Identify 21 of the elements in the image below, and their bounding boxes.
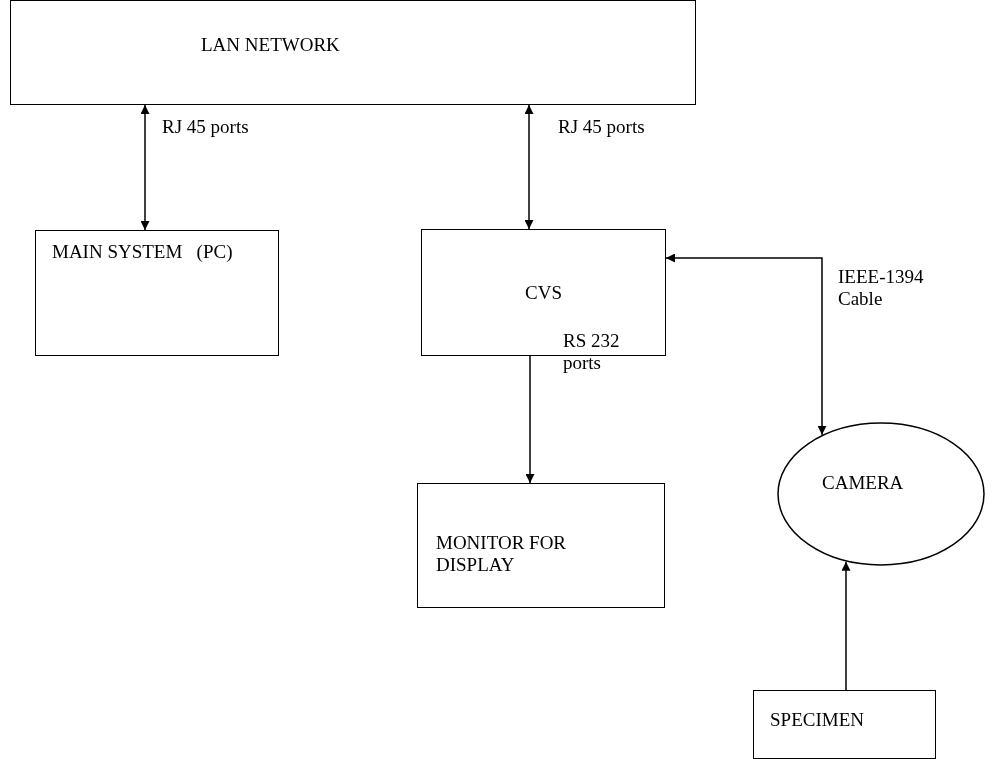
arrow — [841, 561, 851, 691]
node-label: CAMERA — [822, 472, 905, 494]
network-box — [10, 0, 696, 105]
process-box — [35, 230, 279, 356]
node-label: LAN NETWORK — [201, 34, 341, 56]
edge-label: RJ 45 ports — [162, 116, 250, 138]
node-label: MONITOR FOR DISPLAY — [436, 532, 568, 576]
edge-label: RJ 45 ports — [558, 116, 646, 138]
camera-ellipse — [777, 422, 985, 566]
node-label: MAIN SYSTEM (PC) — [52, 241, 234, 263]
node-label: SPECIMEN — [770, 709, 865, 731]
node-label: CVS — [524, 281, 563, 304]
process-box — [417, 483, 665, 608]
edge-label: IEEE-1394 Cable — [838, 266, 925, 310]
arrow — [140, 104, 150, 231]
arrow — [665, 253, 827, 436]
edge-label: RS 232 ports — [563, 330, 621, 374]
arrow — [524, 104, 534, 230]
process-box — [421, 229, 666, 356]
arrow — [525, 355, 535, 484]
process-box — [753, 690, 936, 759]
